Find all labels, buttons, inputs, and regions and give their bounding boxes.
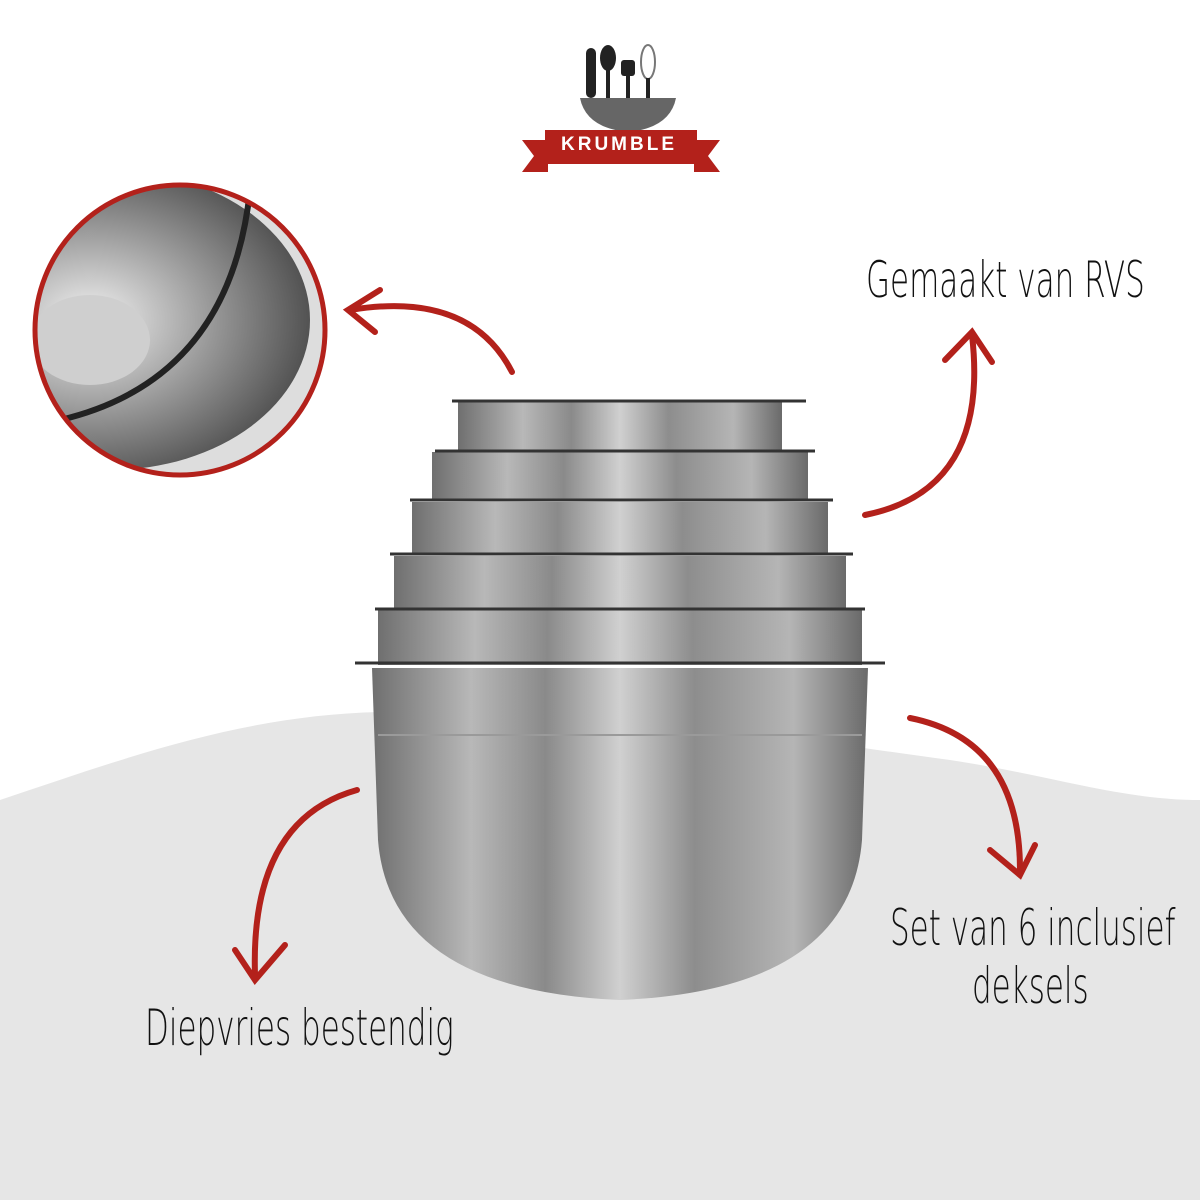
arrow-to-set xyxy=(907,715,1023,873)
arrow-to-freezer xyxy=(251,787,360,978)
brand-name: KRUMBLE xyxy=(561,134,677,155)
arrows xyxy=(232,287,1038,985)
callout-set-line2: deksels xyxy=(972,957,1089,1015)
bowl-stack xyxy=(355,399,885,1000)
callout-freezer: Diepvries bestendig xyxy=(145,999,454,1057)
arrow-to-detail xyxy=(347,303,515,375)
krumble-logo xyxy=(522,44,720,172)
callout-material: Gemaakt van RVS xyxy=(866,251,1145,309)
callout-set: Set van 6 inclusief xyxy=(890,899,1176,957)
detail-circle xyxy=(32,182,328,478)
arrow-to-material xyxy=(862,332,978,518)
